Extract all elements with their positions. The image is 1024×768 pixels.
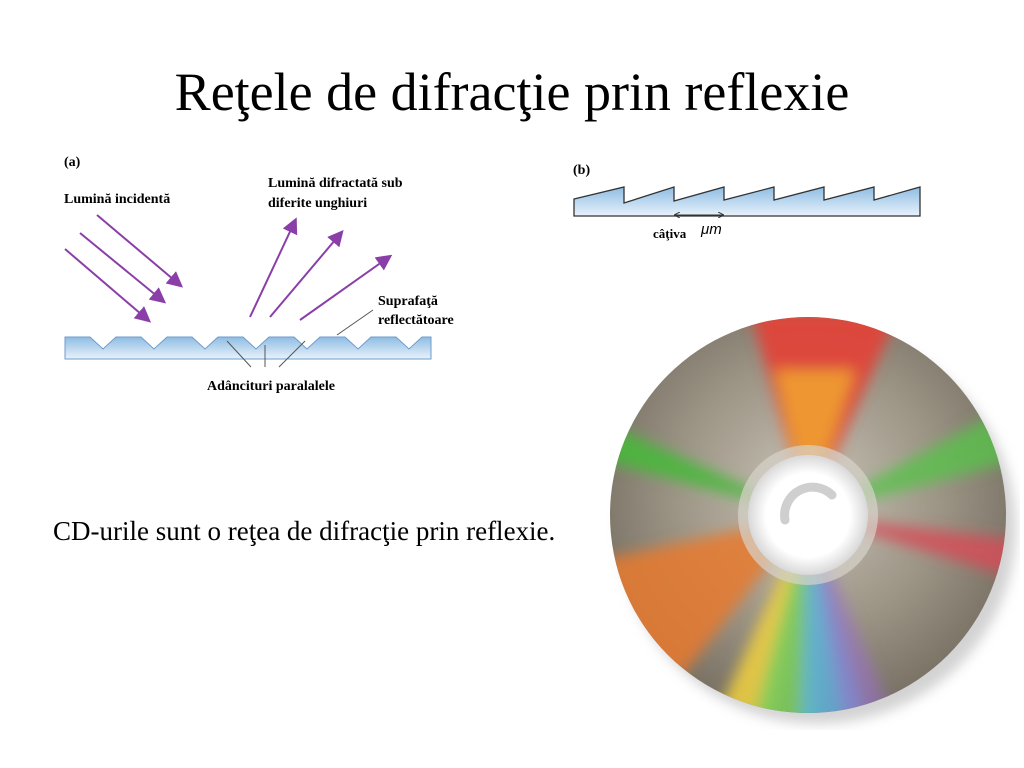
diffracted-ray [269, 229, 344, 318]
grating-surface [64, 336, 432, 360]
incident-ray [64, 248, 152, 323]
figure-b-diagram [573, 186, 921, 255]
cd-hole [791, 498, 825, 532]
incident-ray [79, 232, 167, 304]
diffracted-light-label-line2: diferite unghiuri [268, 196, 368, 211]
figure-a-diagram [64, 214, 432, 368]
reflecting-surface-label-line2: reflectătoare [378, 313, 454, 328]
spacing-label: câţiva [653, 226, 687, 241]
groove-leader-line [226, 340, 252, 368]
body-text: CD-urile sunt o reţea de difracţie prin … [53, 516, 556, 546]
figure-a-reflection-grating: (a) Lumină incidentă Lumină difractată s… [55, 145, 485, 405]
micrometer-unit-label: μm [701, 221, 722, 238]
parallel-grooves-label: Adâncituri paralalele [207, 379, 335, 394]
reflecting-surface-label-line1: Suprafaţă [378, 294, 438, 309]
diffracted-light-label-line1: Lumină difractată sub [268, 176, 403, 191]
cd-disc-graphic [610, 317, 1016, 724]
slide-title: Reţele de difracţie prin reflexie [174, 62, 850, 122]
panel-label-a: (a) [64, 155, 81, 170]
diffracted-ray [249, 217, 298, 318]
diffracted-ray [299, 254, 393, 321]
groove-leader-line [278, 340, 306, 368]
incident-light-label: Lumină incidentă [64, 192, 171, 207]
figure-b-sawtooth-profile: (b) câţiva μm [568, 155, 928, 255]
incident-ray [96, 214, 184, 288]
panel-label-b: (b) [573, 163, 591, 178]
cd-disc-icon [600, 310, 1020, 730]
sawtooth-surface [573, 186, 921, 217]
surface-leader-line [336, 309, 374, 336]
